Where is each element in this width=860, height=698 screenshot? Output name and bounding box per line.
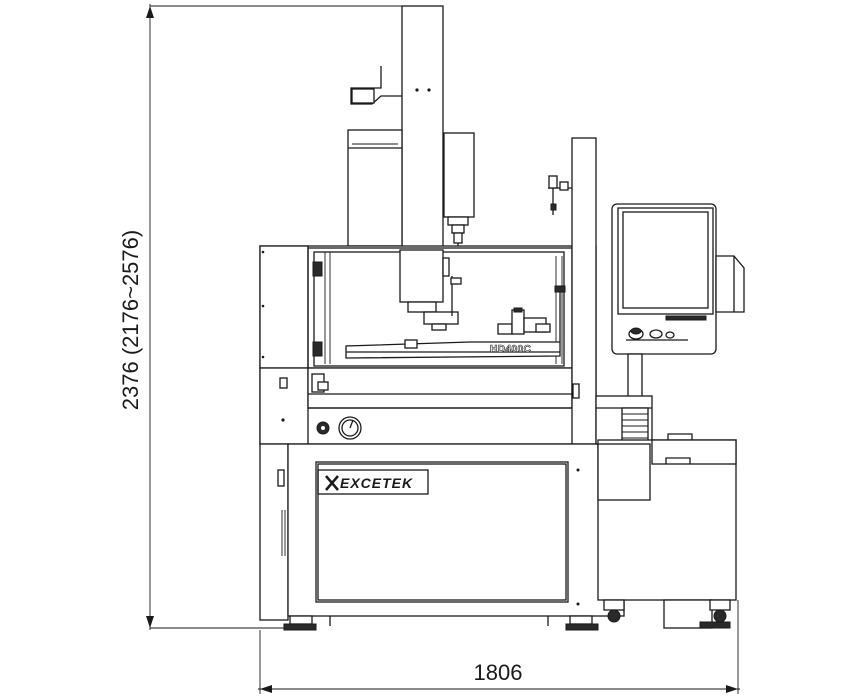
brand-name: EXCETEK	[340, 475, 413, 491]
width-dimension: 1806	[258, 600, 740, 694]
brand-logo: EXCETEK	[317, 469, 429, 495]
lower-cabinet: EXCETEK	[259, 443, 625, 631]
column-assembly	[347, 5, 475, 251]
width-dimension-label: 1806	[474, 660, 523, 685]
tank-unit	[595, 395, 737, 629]
height-dimension-label: 2376 (2176~2576)	[118, 230, 143, 410]
model-label: HD400C	[490, 344, 531, 355]
upper-cabinet: HD400C	[259, 245, 597, 445]
height-dimension: 2376 (2176~2576)	[118, 4, 403, 630]
